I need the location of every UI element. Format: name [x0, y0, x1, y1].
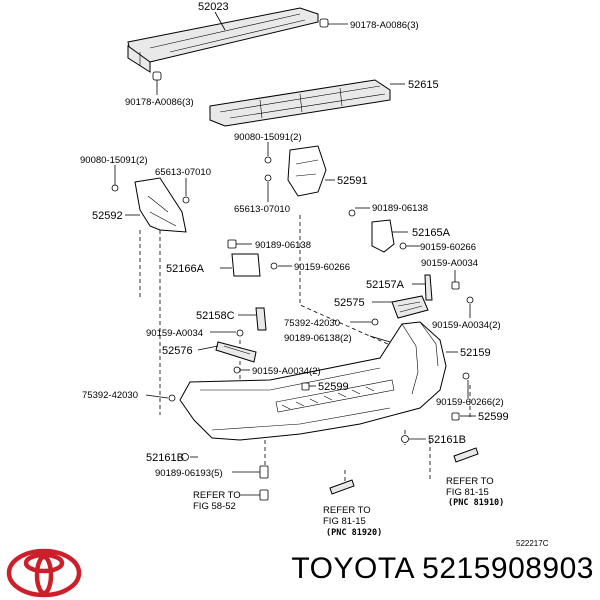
label-52599-a: 52599 [318, 381, 349, 393]
label-52166a: 52166A [166, 263, 205, 275]
label-90159-a: 90159-60266 [420, 242, 476, 253]
bracket-52158c[interactable] [236, 307, 267, 337]
refer-note-81920-line1: REFER TO [323, 505, 371, 516]
refer-note-81910: REFER TO FIG 81-15 (PNC 81910) [446, 476, 504, 508]
label-52161b-b: 52161B [428, 434, 466, 446]
refer-note-81910-line1: REFER TO [446, 476, 494, 487]
label-90159-d: 90159-A0034(2) [432, 320, 501, 331]
label-52576: 52576 [162, 345, 193, 357]
label-65613-a: 65613-07010 [155, 167, 211, 178]
figure-code: 522217C [516, 539, 549, 548]
label-90159-g: 90159-60266(2) [436, 397, 504, 408]
label-90178-b: 90178-A0086(3) [125, 97, 194, 108]
emblem-center-ring [34, 554, 54, 596]
energy-absorber-52615[interactable] [209, 79, 391, 127]
label-90080-a: 90080-15091(2) [234, 132, 302, 143]
label-52161b-a: 52161B [146, 452, 184, 464]
refer-note-81920: REFER TO FIG 81-15 (PNC 81920) [323, 505, 382, 538]
refer-note-81920-line2: FIG 81-15 [323, 516, 366, 527]
label-90189-d: 90189-06193(5) [155, 468, 223, 479]
refer-note-81910-line2: FIG 81-15 [446, 487, 489, 498]
cover-52166a[interactable] [227, 239, 278, 277]
label-75392-a: 75392-42030 [284, 318, 340, 329]
refer-note-58-52: REFER TO FIG 58-52 [193, 490, 241, 512]
label-90189-c: 90189-06138(2) [284, 333, 352, 344]
refer-note-81920-line3: (PNC 81920) [326, 528, 382, 538]
label-52165a: 52165A [412, 227, 451, 239]
label-52023: 52023 [198, 1, 229, 13]
fasteners-52161b[interactable] [181, 435, 409, 501]
refer-note-58-52-line2: FIG 58-52 [193, 501, 236, 512]
reinforcement-52023[interactable] [127, 7, 329, 81]
label-90189-b: 90189-06138 [255, 240, 311, 251]
label-90159-c: 90159-A0034 [421, 258, 478, 269]
brand-row: TOYOTA 5215908903 [0, 538, 600, 600]
retainer-52591[interactable] [264, 145, 327, 197]
reflector-right [453, 447, 479, 463]
label-90189-a: 90189-06138 [372, 203, 428, 214]
reflector-left [329, 479, 355, 495]
label-52591: 52591 [337, 175, 368, 187]
label-90159-f: 90159-A0034(2) [252, 366, 321, 377]
leader-lines [114, 11, 476, 496]
refer-note-58-52-line1: REFER TO [193, 490, 241, 501]
refer-note-81910-line3: (PNC 81910) [448, 498, 504, 508]
label-52575: 52575 [334, 297, 365, 309]
label-52599-b: 52599 [478, 411, 509, 423]
label-90178-a: 90178-A0086(3) [350, 20, 419, 31]
clip-52157a[interactable] [424, 274, 460, 301]
toyota-emblem-icon [6, 548, 82, 598]
label-65613-b: 65613-07010 [234, 204, 290, 215]
support-52576[interactable] [215, 341, 257, 374]
label-52592: 52592 [92, 210, 123, 222]
label-90080-b: 90080-15091(2) [80, 155, 148, 166]
label-52615: 52615 [408, 79, 439, 91]
brand-part-number-caption: TOYOTA 5215908903 [291, 552, 594, 585]
label-52159: 52159 [460, 347, 491, 359]
label-52158c: 52158C [196, 310, 235, 322]
label-90159-b: 90159-60266 [294, 262, 350, 273]
support-52575[interactable] [371, 295, 474, 326]
bracket-52165a[interactable] [348, 209, 407, 253]
label-90159-e: 90159-A0034 [146, 328, 203, 339]
part-labels: 52023 90178-A0086(3) 90178-A0086(3) 5261… [80, 1, 509, 479]
bracket-52592[interactable] [111, 177, 190, 233]
label-75392-b: 75392-42030 [82, 390, 138, 401]
label-52157a: 52157A [366, 279, 405, 291]
bumper-cover-52159[interactable] [168, 321, 470, 441]
